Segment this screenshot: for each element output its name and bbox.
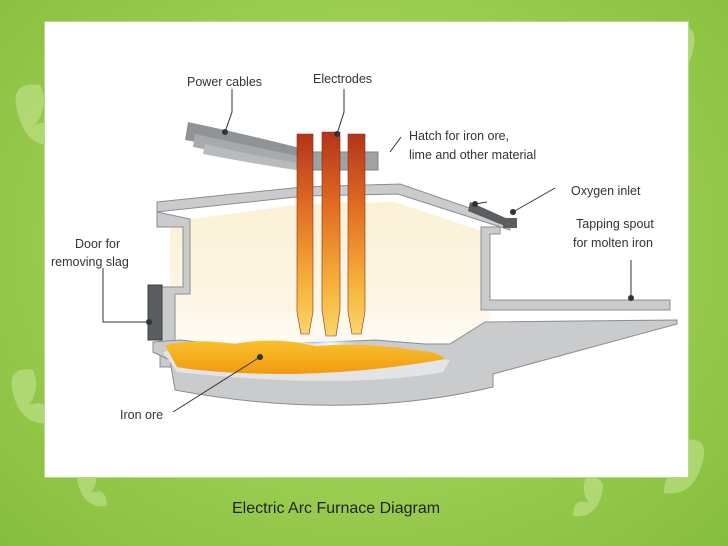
label-iron-ore: Iron ore bbox=[120, 408, 163, 422]
butterfly-icon bbox=[77, 467, 107, 507]
label-tapping-line2: for molten iron bbox=[573, 236, 653, 250]
label-door-line2: removing slag bbox=[51, 255, 129, 269]
label-hatch-line2: lime and other material bbox=[409, 148, 536, 162]
label-electrodes: Electrodes bbox=[313, 72, 372, 86]
furnace-diagram: Power cables Electrodes Hatch for iron o… bbox=[51, 72, 678, 422]
leader-dots bbox=[146, 129, 634, 360]
butterfly-icon bbox=[573, 477, 603, 517]
leader-lines bbox=[102, 89, 632, 413]
electrodes bbox=[296, 131, 366, 355]
label-hatch-line1: Hatch for iron ore, bbox=[409, 129, 509, 143]
iron-ore-pool bbox=[165, 340, 445, 374]
label-power-cables: Power cables bbox=[187, 75, 262, 89]
diagram-frame: Power cables Electrodes Hatch for iron o… bbox=[45, 22, 688, 477]
butterfly-icon bbox=[11, 369, 52, 424]
caption: Electric Arc Furnace Diagram bbox=[232, 500, 441, 517]
label-oxygen-inlet: Oxygen inlet bbox=[571, 184, 641, 198]
label-door-line1: Door for bbox=[75, 237, 120, 251]
label-tapping-line1: Tapping spout bbox=[576, 217, 654, 231]
